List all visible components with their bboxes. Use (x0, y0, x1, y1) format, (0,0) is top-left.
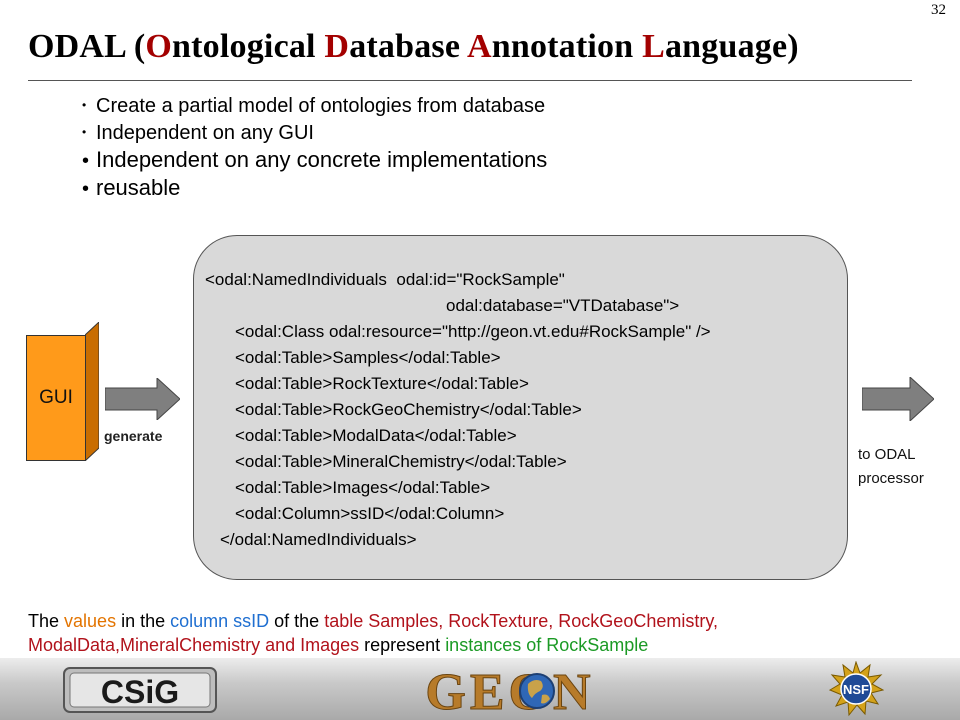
bullet-item: • Independent on any GUI (82, 119, 547, 146)
footnote-text-column: column ssID (170, 611, 270, 631)
code-line: <odal:Class odal:resource="http://geon.v… (235, 322, 711, 341)
generate-arrow-icon (105, 378, 180, 420)
code-line: <odal:Table>ModalData</odal:Table> (235, 426, 517, 445)
bullet-text: reusable (96, 175, 181, 200)
slide-title: ODAL (Ontological Database Annotation La… (28, 28, 799, 66)
title-segment: atabase (349, 28, 467, 65)
footnote-text: in the (116, 611, 171, 631)
gui-label: GUI (39, 387, 73, 408)
code-line: </odal:NamedIndividuals> (220, 530, 417, 549)
footnote-text-values: values (64, 611, 117, 631)
footnote-text-tables: ModalData,MineralChemistry and Images (28, 635, 360, 655)
bullet-dot-icon: • (82, 178, 90, 200)
processor-label: to ODAL processor (858, 443, 958, 491)
bullet-dot-icon: • (82, 98, 87, 112)
footnote-line-1: The values in the column ssID of the tab… (28, 609, 948, 633)
footnote-text-instances: instances of RockSample (445, 635, 649, 655)
footnote-text: of the (269, 611, 325, 631)
bullet-item: • Create a partial model of ontologies fr… (82, 92, 547, 119)
gui-box: GUI (26, 335, 86, 461)
geon-logo: GEON (425, 664, 594, 719)
geon-logo-text: GEON (425, 664, 594, 718)
code-line: <odal:Table>Images</odal:Table> (235, 478, 491, 497)
bullet-text: Independent on any concrete implementati… (96, 147, 548, 172)
code-line: <odal:Column>ssID</odal:Column> (235, 504, 505, 523)
code-line: <odal:Table>RockTexture</odal:Table> (235, 374, 529, 393)
footnote: The values in the column ssID of the tab… (28, 609, 948, 657)
code-line: <odal:Table>RockGeoChemistry</odal:Table… (235, 400, 582, 419)
slide-number: 32 (931, 2, 946, 18)
gui-box-side (85, 322, 99, 461)
nsf-logo-text: NSF (843, 682, 869, 697)
title-segment: ntological (172, 28, 325, 65)
footnote-text: The (28, 611, 65, 631)
bullet-text: Create a partial model of ontologies fro… (96, 95, 546, 117)
footnote-line-2: ModalData,MineralChemistry and Images re… (28, 633, 948, 657)
title-divider (28, 80, 912, 81)
code-line: <odal:Table>Samples</odal:Table> (235, 348, 501, 367)
footnote-text: represent (359, 635, 446, 655)
bullet-text: Independent on any GUI (96, 122, 314, 144)
processor-label-line: processor (858, 470, 924, 487)
title-segment-highlight: L (642, 28, 665, 65)
csig-logo-text: CSiG (101, 674, 179, 710)
footnote-text-tables: table Samples, RockTexture, RockGeoChemi… (324, 611, 718, 631)
code-line: <odal:Table>MineralChemistry</odal:Table… (235, 452, 567, 471)
processor-label-line: to ODAL (858, 446, 916, 463)
title-segment: anguage) (664, 28, 799, 65)
processor-arrow-icon (862, 377, 934, 421)
code-line: odal:database="VTDatabase"> (446, 296, 680, 315)
csig-logo: CSiG (63, 667, 217, 713)
nsf-logo: NSF (828, 661, 884, 717)
bullet-item: • reusable (82, 174, 547, 202)
title-segment-highlight: O (145, 28, 173, 65)
bullet-item: • Independent on any concrete implementat… (82, 146, 547, 174)
odal-code-box (193, 235, 848, 580)
title-segment: nnotation (491, 28, 643, 65)
bullet-dot-icon: • (82, 150, 90, 172)
title-segment: ODAL ( (28, 28, 146, 65)
bullet-dot-icon: • (82, 125, 87, 139)
title-segment-highlight: A (466, 28, 492, 65)
code-line: <odal:NamedIndividuals odal:id="RockSamp… (205, 270, 565, 289)
title-segment-highlight: D (324, 28, 350, 65)
generate-label: generate (104, 428, 163, 444)
bullet-list: • Create a partial model of ontologies fr… (82, 92, 547, 202)
